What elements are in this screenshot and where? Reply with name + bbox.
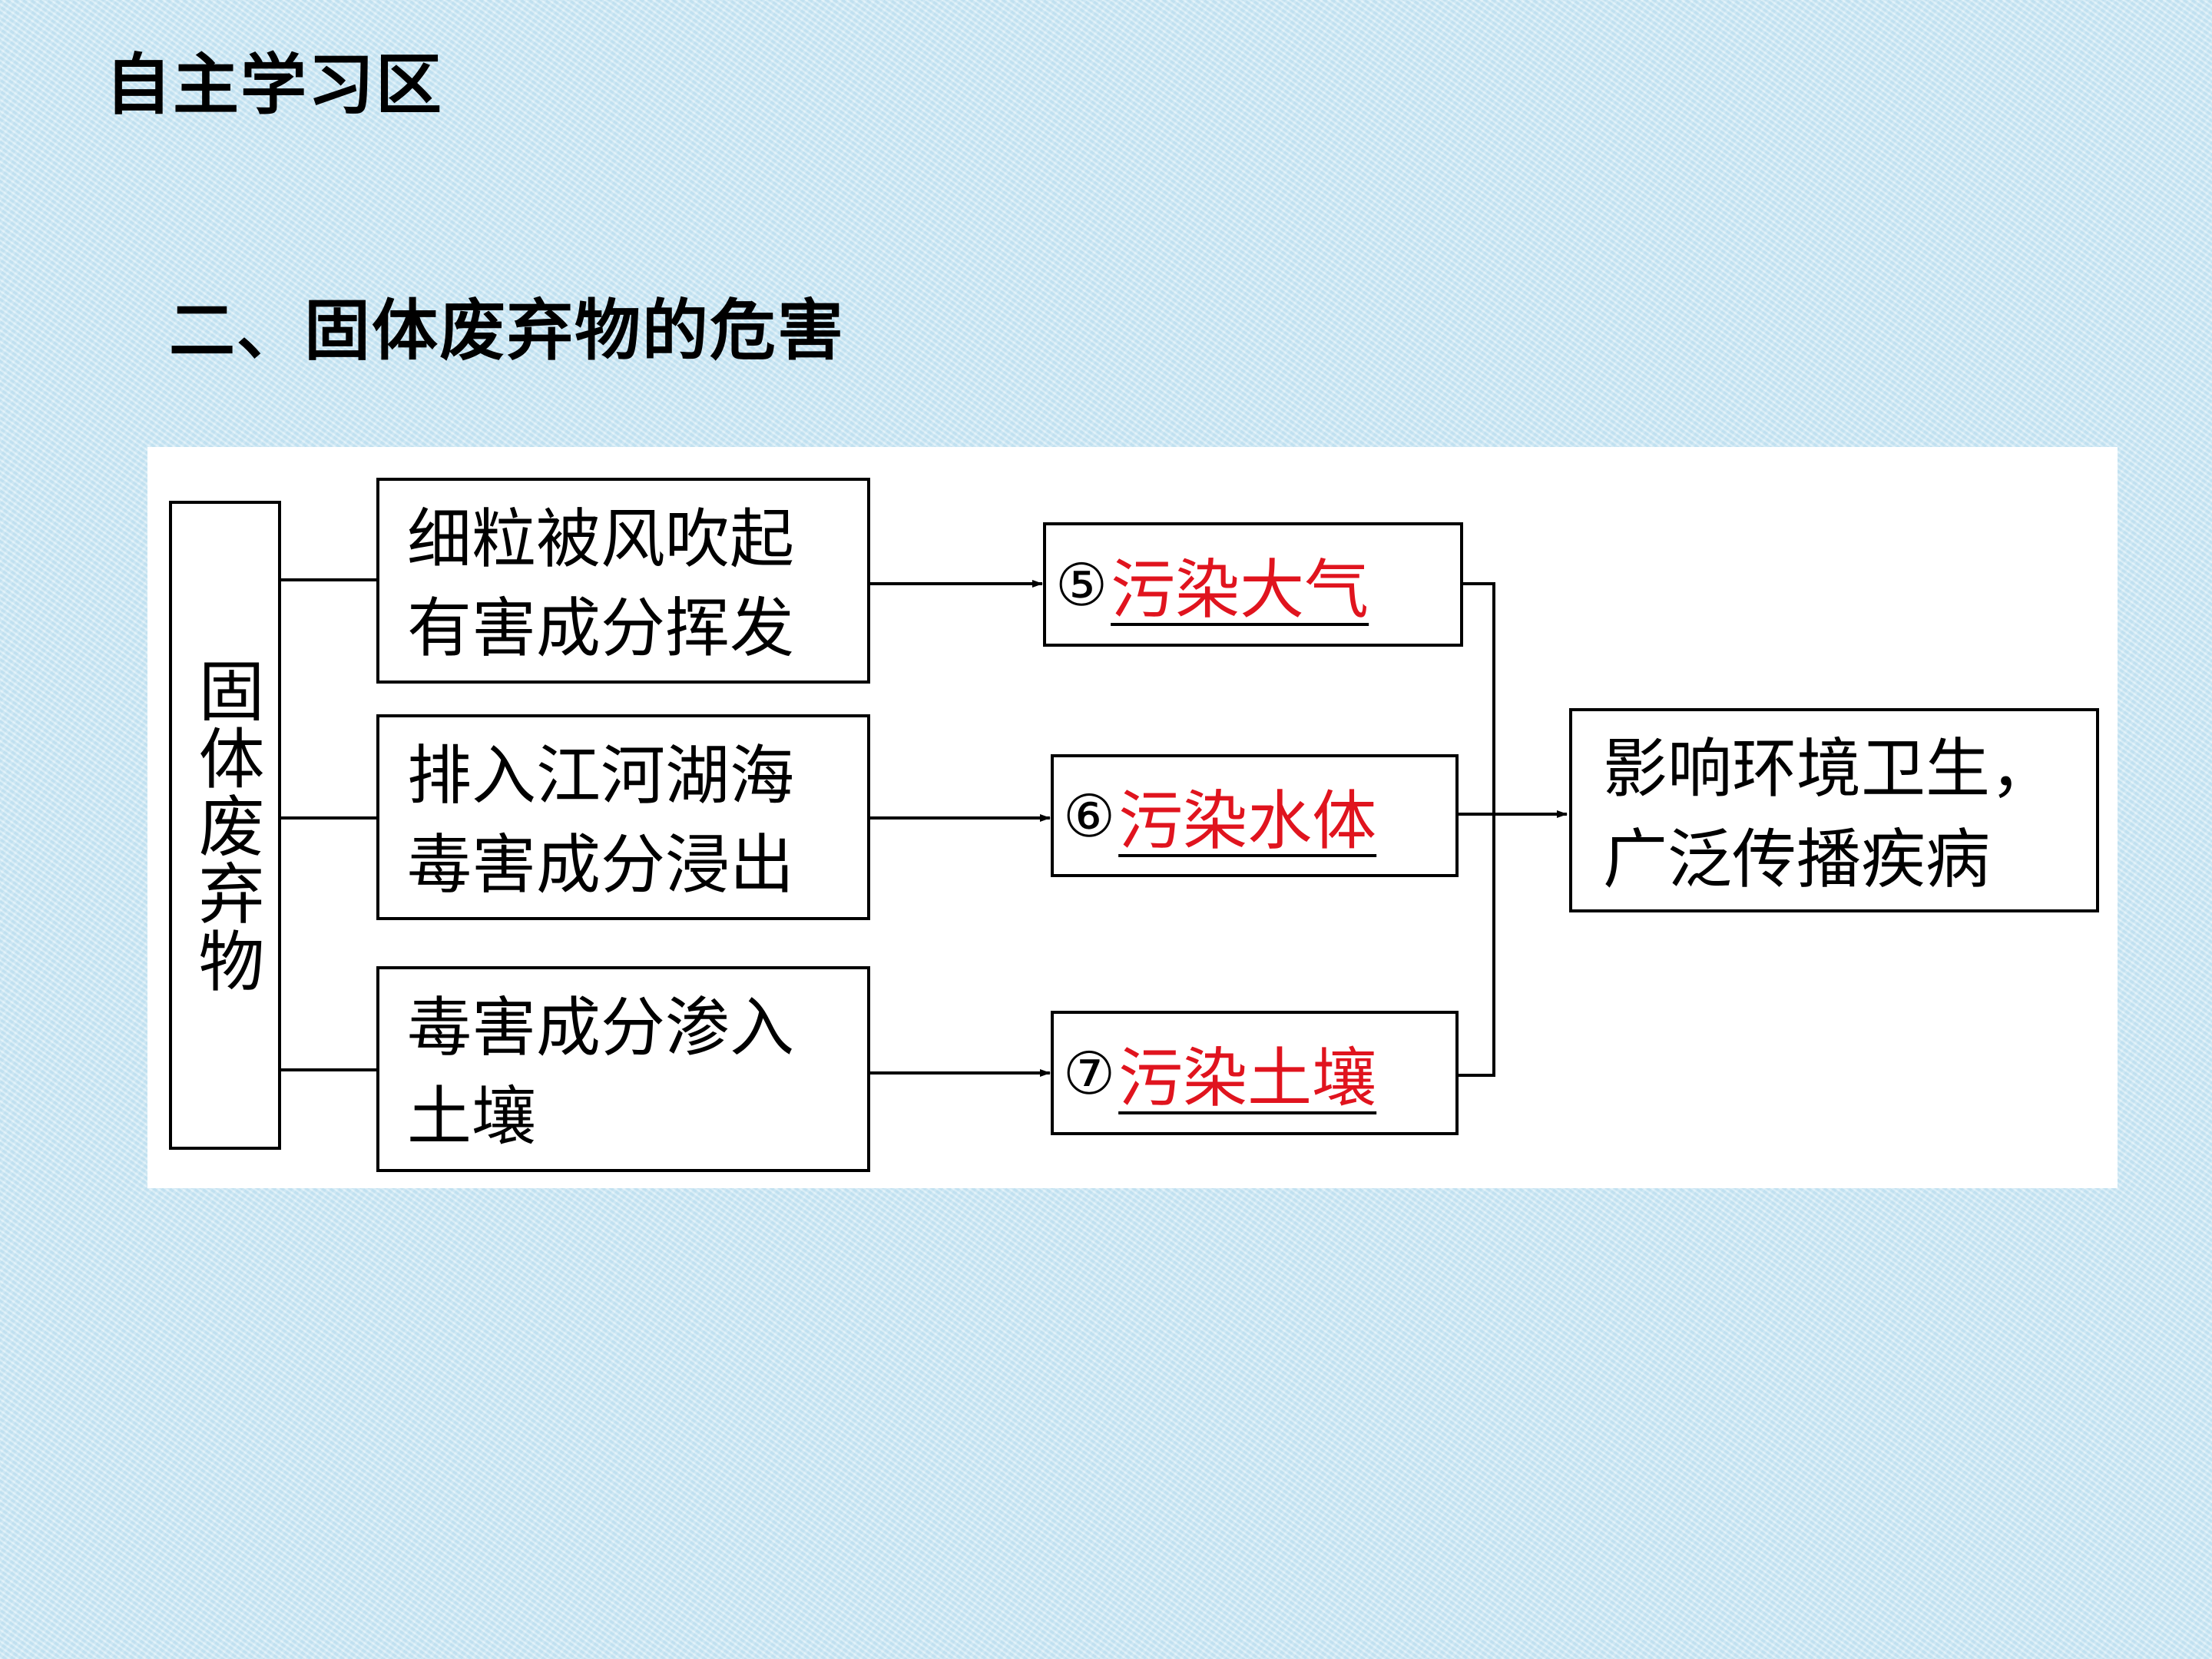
slide-subtitle: 二、固体废弃物的危害	[169, 293, 845, 369]
effect-box-air: ⑤ 污染大气	[1043, 522, 1463, 647]
effect-5-answer: 污染大气	[1111, 551, 1369, 628]
result-line-2: 广泛传播疾病	[1603, 822, 1991, 897]
result-line-1: 影响环境卫生，	[1603, 731, 2055, 806]
effect-7-answer: 污染土壤	[1118, 1040, 1377, 1116]
cause-box-2: 排入江河湖海 毒害成分浸出	[376, 714, 870, 920]
cause-1-line-1: 细粒被风吹起	[407, 502, 795, 577]
effect-6-number: ⑥	[1063, 781, 1116, 850]
effect-3-connector	[1457, 814, 1495, 1077]
cause-box-3: 毒害成分渗入 土壤	[376, 966, 870, 1172]
effect-box-water: ⑥ 污染水体	[1051, 754, 1459, 877]
cause-2-line-2: 毒害成分浸出	[407, 827, 795, 902]
cause-box-1: 细粒被风吹起 有害成分挥发	[376, 478, 870, 684]
cause-3-line-2: 土壤	[407, 1079, 537, 1154]
source-box: 固体废弃物	[169, 501, 281, 1150]
effect-box-soil: ⑦ 污染土壤	[1051, 1011, 1459, 1135]
section-title: 自主学习区	[105, 47, 443, 124]
cause-1-line-2: 有害成分挥发	[407, 591, 795, 666]
effect-6-answer: 污染水体	[1118, 783, 1377, 859]
effect-7-number: ⑦	[1063, 1038, 1116, 1108]
effect-1-connector	[1462, 582, 1495, 814]
cause-3-line-1: 毒害成分渗入	[407, 990, 795, 1065]
result-box: 影响环境卫生， 广泛传播疾病	[1569, 708, 2099, 912]
cause-2-line-1: 排入江河湖海	[407, 738, 795, 813]
effect-5-number: ⑤	[1055, 550, 1108, 619]
source-label: 固体废弃物	[187, 656, 263, 995]
